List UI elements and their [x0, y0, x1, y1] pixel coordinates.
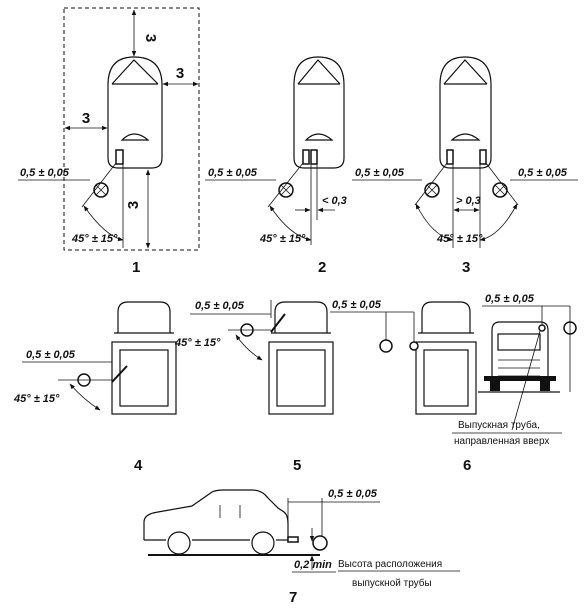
dim-left: 3: [82, 110, 90, 127]
exhaust-pipe: [111, 365, 128, 383]
angle-label: 45° ± 15°: [436, 233, 483, 245]
tol-label: 0,5 ± 0,05: [485, 293, 535, 305]
figure-6: 0,5 ± 0,05 0,5 ± 0,05 Выпускная труба, н…: [330, 293, 577, 474]
figure-number: 6: [463, 457, 471, 474]
car-side-view: [143, 489, 320, 556]
exhaust-pipe: [302, 149, 310, 165]
tol-label: 0,5 ± 0,05: [208, 167, 258, 179]
pipe-up-note-2: направленная вверх: [454, 436, 549, 447]
exhaust-pipe: [479, 149, 487, 165]
car-rear-view: [415, 301, 477, 415]
figure-number: 5: [293, 457, 301, 474]
exhaust-pipe: [538, 324, 546, 332]
figure-2: 0,5 ± 0,05 < 0,3 45° ± 15° 2: [205, 56, 347, 276]
clearance-zone-box: [63, 7, 200, 251]
figure-7: 0,5 ± 0,05 0,2 min Высота расположения в…: [143, 488, 460, 606]
truck-rear-view: [478, 321, 560, 393]
min-label: 0,2 min: [294, 559, 332, 571]
height-note-2: выпускной трубы: [352, 577, 432, 589]
pipe-up-note: Выпускная труба,: [458, 419, 540, 431]
figure-number: 1: [132, 259, 140, 276]
tol-label: 0,5 ± 0,05: [355, 167, 405, 179]
tol-label: 0,5 ± 0,05: [195, 300, 245, 312]
exhaust-pipe: [287, 536, 299, 543]
dim-top: 3: [142, 34, 159, 42]
car-top-view: [107, 56, 163, 169]
sampling-probe: [379, 339, 393, 353]
figure-5: 0,5 ± 0,05 45° ± 15° 5: [174, 300, 334, 474]
sampling-probe: [312, 535, 328, 551]
dim-right: 3: [176, 65, 184, 82]
gap-label: < 0,3: [322, 195, 347, 207]
tol-label: 0,5 ± 0,05: [332, 299, 382, 311]
angle-label: 45° ± 15°: [174, 337, 221, 349]
figure-number: 4: [134, 457, 143, 474]
figure-3: 0,5 ± 0,05 0,5 ± 0,05 > 0,3 45° ± 15° 3: [352, 56, 578, 276]
exhaust-pipe: [310, 149, 318, 165]
dim-rear: 3: [125, 201, 142, 209]
angle-label: 45° ± 15°: [13, 393, 60, 405]
figure-1: 3 3 3 3 0,5 ± 0,05 45° ± 15° 1: [18, 7, 200, 276]
height-note: Высота расположения: [338, 559, 442, 570]
car-rear-view: [268, 301, 334, 415]
tol-label: 0,5 ± 0,05: [26, 349, 76, 361]
gap-label: > 0,3: [456, 195, 481, 207]
figure-number: 3: [462, 259, 470, 276]
figure-number: 7: [289, 589, 297, 606]
tol-label-right: 0,5 ± 0,05: [518, 167, 568, 179]
exhaust-pipe: [409, 341, 419, 351]
angle-label: 45° ± 15°: [259, 233, 306, 245]
exhaust-pipe: [446, 149, 454, 165]
angle-label: 45° ± 15°: [71, 233, 118, 245]
car-top-view: [293, 56, 345, 169]
tol-label: 0,5 ± 0,05: [328, 488, 378, 500]
exhaust-pipe: [270, 313, 286, 333]
tol-label: 0,5 ± 0,05: [20, 167, 70, 179]
figure-number: 2: [318, 259, 326, 276]
figure-4: 0,5 ± 0,05 45° ± 15° 4: [13, 301, 177, 474]
exhaust-pipe: [115, 149, 124, 165]
car-rear-view: [111, 301, 177, 415]
